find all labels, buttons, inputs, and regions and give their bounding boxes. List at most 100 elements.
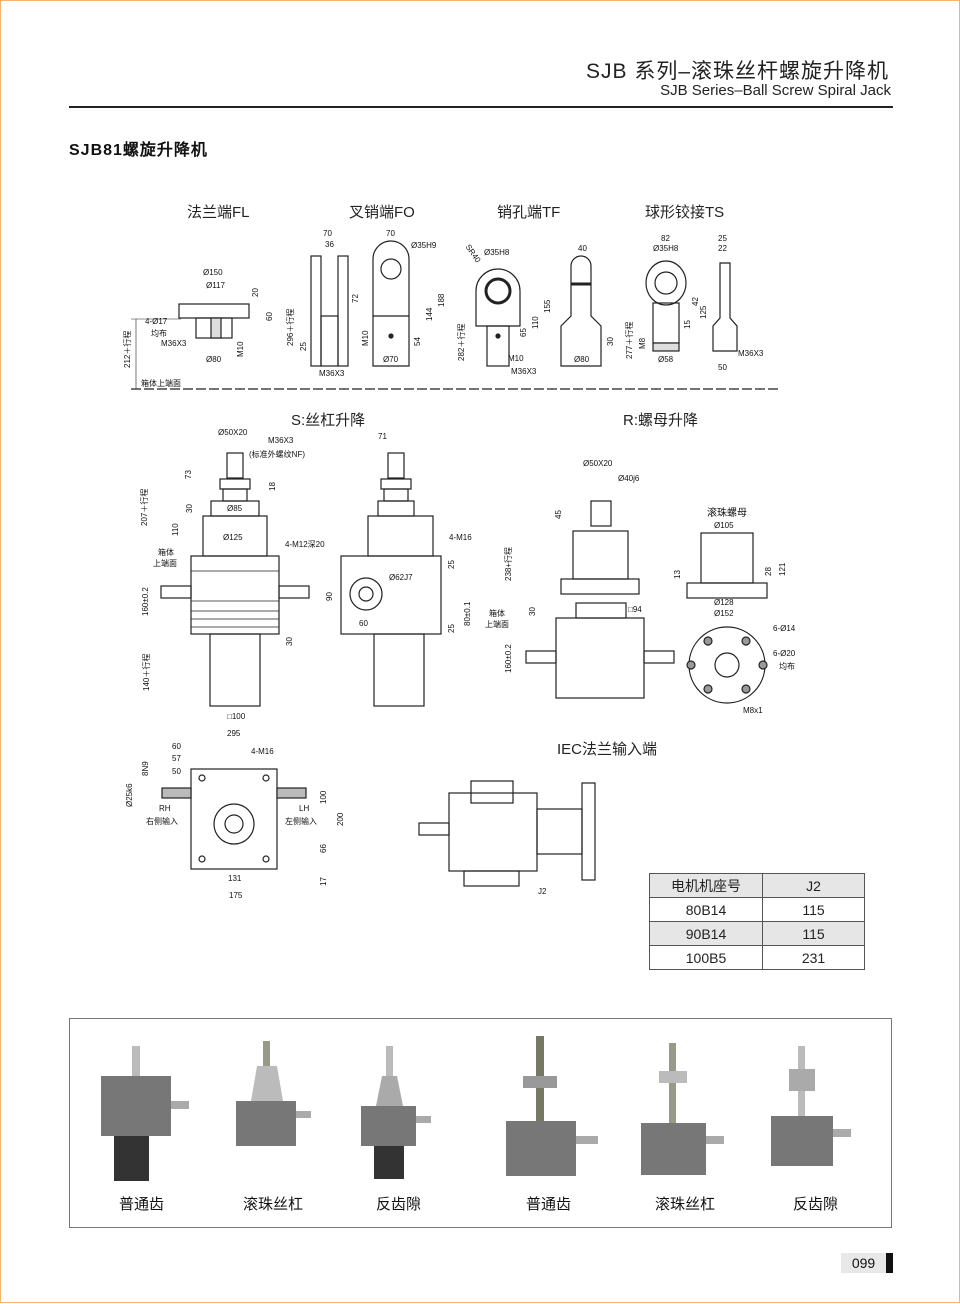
page-number-bar <box>886 1253 893 1273</box>
dim: 36 <box>325 240 334 249</box>
dim: 均布 <box>151 329 167 338</box>
table-cell: 115 <box>762 897 865 922</box>
dim: Ø128 <box>714 598 734 607</box>
dim: 40 <box>578 244 587 253</box>
dim: □94 <box>628 605 642 614</box>
pin-hole-end-drawing <box>475 255 602 367</box>
dim: 175 <box>229 891 243 900</box>
dim: Ø125 <box>223 533 243 542</box>
dim: M36X3 <box>738 349 764 358</box>
table-cell: 80B14 <box>649 897 763 922</box>
photo-caption: 普通齿 <box>119 1196 165 1213</box>
dim: 箱体 <box>489 609 505 618</box>
product-photo <box>361 1046 431 1179</box>
dim: 右侧输入 <box>146 817 178 826</box>
flange-end-drawing <box>131 303 250 389</box>
dim: 箱体上端面 <box>141 379 181 388</box>
table-header: J2 <box>762 873 865 898</box>
dim: M36X3 <box>511 367 537 376</box>
iec-title: IEC法兰输入端 <box>557 741 658 758</box>
dim: 6-Ø20 <box>773 649 796 658</box>
dim: Ø80 <box>206 355 222 364</box>
r-lift-title: R:螺母升降 <box>623 412 699 429</box>
end-type-title-tf: 销孔端TF <box>497 204 561 221</box>
product-photo <box>771 1046 851 1166</box>
dim: 左侧输入 <box>285 817 317 826</box>
dim: 上端面 <box>485 620 509 629</box>
dim: 295 <box>227 729 241 738</box>
dim: 4-M16 <box>251 747 274 756</box>
iec-flange-drawing <box>418 780 596 887</box>
dim: 70 <box>386 229 395 238</box>
table-cell: 100B5 <box>649 945 763 970</box>
product-photo <box>236 1041 311 1146</box>
dim: 6-Ø14 <box>773 624 796 633</box>
dim: 箱体 <box>158 548 174 557</box>
dim: 131 <box>228 874 242 883</box>
photo-caption: 反齿隙 <box>376 1196 422 1213</box>
dim: LH <box>299 804 310 813</box>
dim: Ø35H8 <box>484 248 510 257</box>
dim: M36X3 <box>319 369 345 378</box>
ball-joint-end-drawing <box>645 260 738 352</box>
dim: (标准外螺纹NF) <box>249 450 305 459</box>
dim: 滚珠螺母 <box>707 508 747 519</box>
dim: 25 <box>718 234 727 243</box>
input-top-view-drawing <box>161 768 307 870</box>
dim: 50 <box>172 767 181 776</box>
r-lift-drawing <box>525 500 768 704</box>
dim: Ø105 <box>714 521 734 530</box>
product-photo <box>506 1036 598 1176</box>
dim: M36X3 <box>161 339 187 348</box>
dim: Ø70 <box>383 355 399 364</box>
section-title: SJB81螺旋升降机 <box>69 142 208 159</box>
dim: Ø50X20 <box>218 428 248 437</box>
dim: 82 <box>661 234 670 243</box>
dim: 60 <box>172 742 181 751</box>
dim: 50 <box>718 363 727 372</box>
dim: 70 <box>323 229 332 238</box>
dim: □100 <box>227 712 246 721</box>
table-cell: 231 <box>762 945 865 970</box>
dim: 22 <box>718 244 727 253</box>
dim: 57 <box>172 754 181 763</box>
dim: RH <box>159 804 171 813</box>
product-photo <box>101 1046 189 1181</box>
end-type-title-fo: 叉销端FO <box>349 204 415 221</box>
dim: Ø62J7 <box>389 573 413 582</box>
dim: 60 <box>359 619 368 628</box>
table-cell: 115 <box>762 921 865 946</box>
dim: Ø35H8 <box>653 244 679 253</box>
page-number: 099 <box>841 1253 886 1273</box>
dim: Ø50X20 <box>583 459 613 468</box>
dim: M36X3 <box>268 436 294 445</box>
s-lift-front-drawing <box>160 452 310 707</box>
dim-j2: J2 <box>538 887 547 896</box>
dim: 4-M16 <box>449 533 472 542</box>
dim: Ø117 <box>206 281 225 290</box>
photo-caption: 滚珠丝杠 <box>655 1196 716 1213</box>
end-type-title-ts: 球形铰接TS <box>645 204 725 221</box>
photo-caption: 滚珠丝杠 <box>243 1196 304 1213</box>
dim: Ø35H9 <box>411 241 437 250</box>
dim: Ø58 <box>658 355 674 364</box>
dim: 71 <box>378 432 387 441</box>
dim: M8x1 <box>743 706 763 715</box>
dim: Ø40j6 <box>618 474 640 483</box>
dim: Ø80 <box>574 355 590 364</box>
photo-caption: 反齿隙 <box>793 1196 839 1213</box>
fork-end-drawing <box>310 240 410 367</box>
table-header: 电机机座号 <box>649 873 763 898</box>
dim: M10 <box>508 354 524 363</box>
dim: Ø152 <box>714 609 734 618</box>
dim: Ø150 <box>203 268 223 277</box>
dim: 均布 <box>779 662 795 671</box>
product-photo <box>641 1043 724 1175</box>
dim: 4-Ø17 <box>145 317 168 326</box>
